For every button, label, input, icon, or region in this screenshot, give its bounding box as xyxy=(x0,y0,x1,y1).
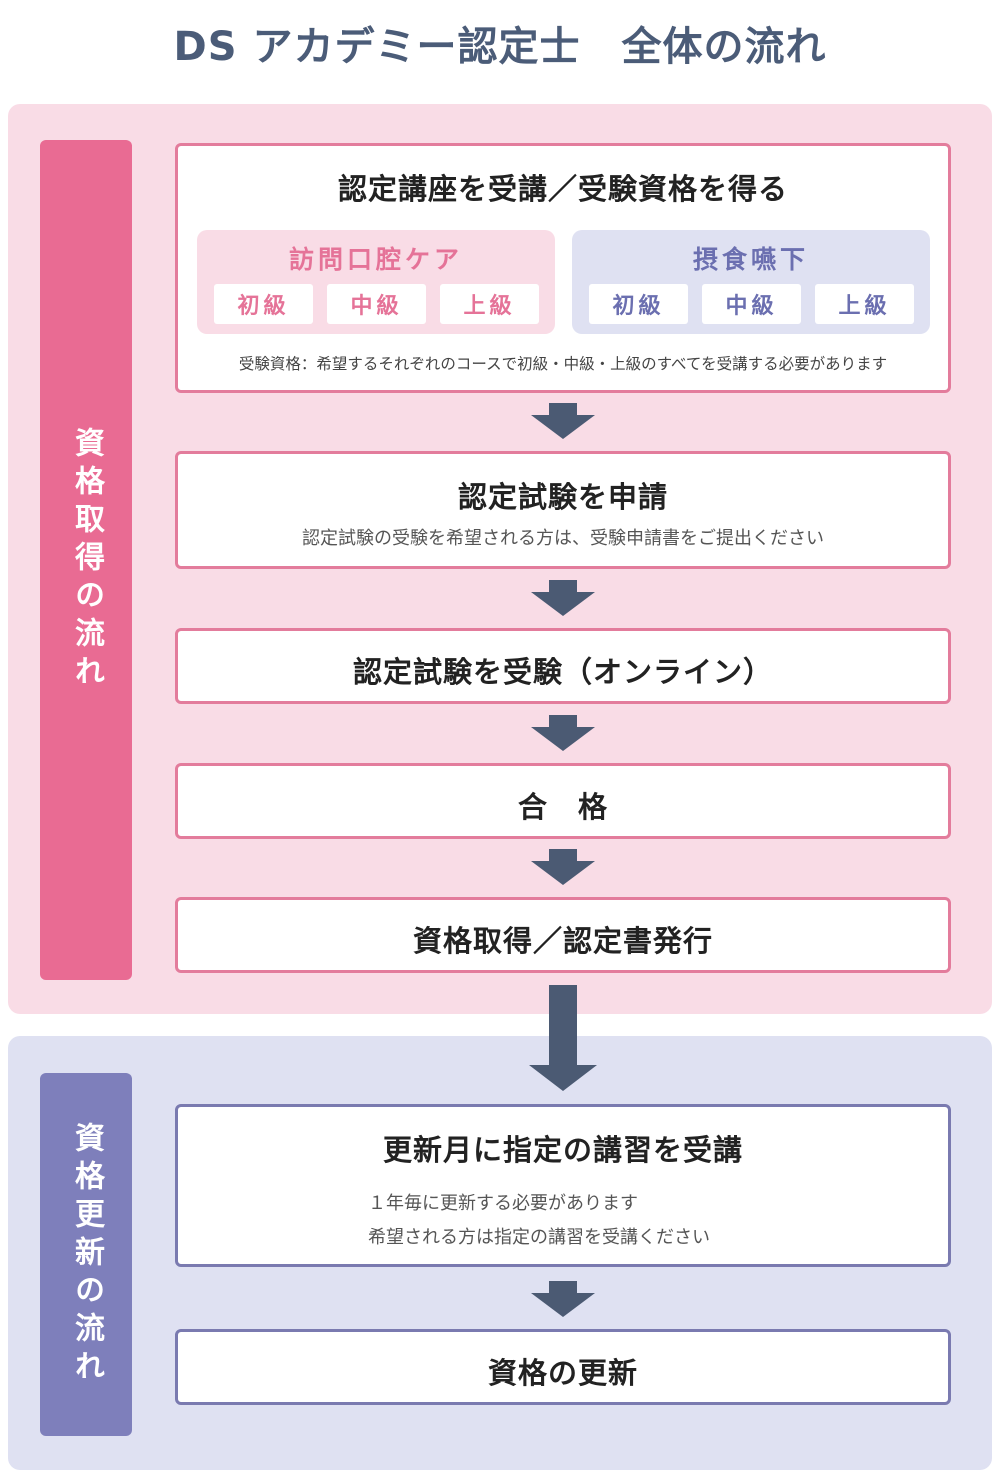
course-oral-care: 訪問口腔ケア 初級 中級 上級 xyxy=(197,230,555,334)
level-intermediate: 中級 xyxy=(327,284,426,324)
step-pass: 合 格 xyxy=(175,763,951,839)
page-title: DS アカデミー認定士 全体の流れ xyxy=(173,24,827,70)
course-oral-care-title: 訪問口腔ケア xyxy=(288,245,463,274)
level-advanced: 上級 xyxy=(440,284,539,324)
step-pass-heading: 合 格 xyxy=(517,790,608,824)
level-beginner: 初級 xyxy=(214,284,313,324)
acquisition-sidebar: 資格取得の流れ xyxy=(40,140,132,980)
step-apply-exam: 認定試験を申請 認定試験の受験を希望される方は、受験申請書をご提出ください xyxy=(175,451,951,569)
course-dysphagia-title: 摂食嚥下 xyxy=(692,245,809,274)
down-arrow-icon xyxy=(531,403,595,439)
step-renewal-course: 更新月に指定の講習を受講 １年毎に更新する必要があります 希望される方は指定の講… xyxy=(175,1104,951,1267)
step-renewal: 資格の更新 xyxy=(175,1329,951,1405)
down-arrow-icon xyxy=(531,715,595,751)
step-renewal-course-line1: １年毎に更新する必要があります xyxy=(368,1193,638,1214)
renewal-sidebar-label: 資格更新の流れ xyxy=(69,1121,104,1388)
level-beginner: 初級 xyxy=(589,284,688,324)
step-take-course-heading: 認定講座を受講／受験資格を得る xyxy=(337,172,788,206)
step-renewal-course-heading: 更新月に指定の講習を受講 xyxy=(382,1133,743,1167)
down-arrow-icon xyxy=(531,1281,595,1317)
step-renewal-course-line2: 希望される方は指定の講習を受講ください xyxy=(368,1227,710,1248)
course-dysphagia: 摂食嚥下 初級 中級 上級 xyxy=(572,230,930,334)
acquisition-sidebar-label: 資格取得の流れ xyxy=(69,427,104,693)
down-arrow-icon xyxy=(531,849,595,885)
down-arrow-icon xyxy=(529,985,597,1091)
step-certificate: 資格取得／認定書発行 xyxy=(175,897,951,973)
step-take-exam: 認定試験を受験（オンライン） xyxy=(175,628,951,704)
step-apply-exam-heading: 認定試験を申請 xyxy=(457,480,668,514)
down-arrow-icon xyxy=(531,580,595,616)
step-take-exam-heading: 認定試験を受験（オンライン） xyxy=(352,655,773,689)
step-certificate-heading: 資格取得／認定書発行 xyxy=(412,924,713,958)
eligibility-note: 受験資格：希望するそれぞれのコースで初級・中級・上級のすべてを受講する必要があり… xyxy=(238,355,888,373)
step-renewal-heading: 資格の更新 xyxy=(487,1356,638,1390)
level-intermediate: 中級 xyxy=(702,284,801,324)
level-advanced: 上級 xyxy=(815,284,914,324)
renewal-sidebar: 資格更新の流れ xyxy=(40,1073,132,1436)
step-apply-exam-sub: 認定試験の受験を希望される方は、受験申請書をご提出ください xyxy=(302,528,824,549)
